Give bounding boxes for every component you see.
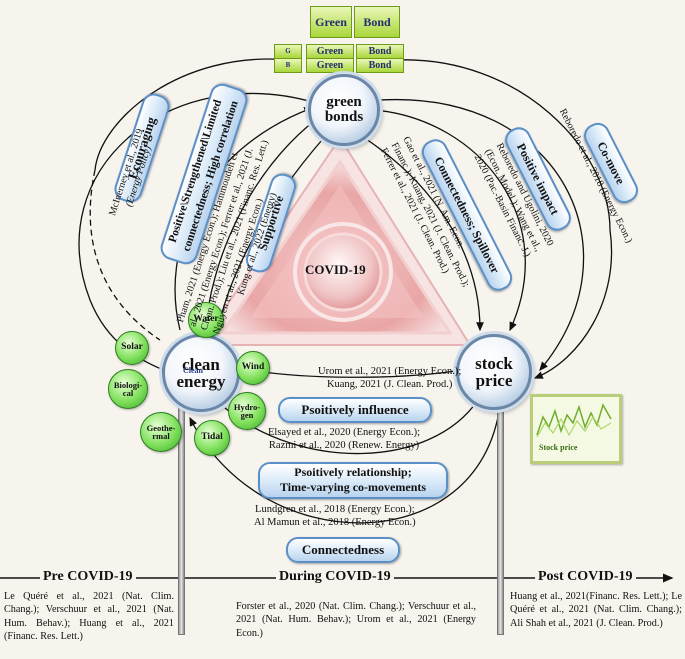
- arc-gb-to-sp-2: [359, 134, 484, 332]
- stock-price-thumbnail: Stock price: [530, 394, 622, 464]
- bond-tile-green-row1: Green: [306, 44, 354, 59]
- energy-hydrogen: Hydro-gen: [228, 392, 266, 430]
- pill-relationship-line2: Time-varying co-movements: [279, 480, 427, 494]
- arc-top-right: [394, 59, 611, 231]
- ref-lundgren-line2: Al Mamun et al., 2018 (Energy Econ.): [254, 517, 416, 529]
- arc-right-outer: [379, 98, 585, 371]
- energy-tidal: Tidal: [194, 420, 230, 456]
- ref-urom-line1: Urom et al., 2021 (Energy Econ.);: [318, 366, 462, 377]
- stock-price-label-1: stock: [475, 354, 513, 373]
- bond-tile-bond: Bond: [354, 6, 400, 38]
- timeline-during-refs: Forster et al., 2020 (Nat. Clim. Chang.)…: [236, 601, 476, 639]
- clean-energy-label-2: energy: [176, 372, 226, 391]
- stock-chart-icon: [536, 403, 612, 438]
- timeline-pole-left: [178, 408, 185, 635]
- green-bonds-label-2: bonds: [324, 109, 364, 125]
- energy-biological: Biologi-cal: [108, 369, 148, 409]
- stock-price-node: stock price: [456, 334, 532, 410]
- clean-energy-label-1: clean: [182, 355, 220, 374]
- timeline-pre-label: Pre COVID-19: [40, 569, 136, 585]
- covid-label: COVID-19: [305, 262, 366, 277]
- pill-positively-influence: Psoitively influence: [278, 397, 432, 423]
- timeline-during-label: During COVID-19: [276, 569, 394, 585]
- arc-right-outer-2: [533, 229, 613, 379]
- ref-elsayed-line1: Elsayed et al., 2020 (Energy Econ.);: [268, 427, 421, 438]
- green-bond-stack: Green Bond G Green Bond B Green Bond: [272, 2, 412, 73]
- ref-lundgren-line1: Lundgren et al., 2018 (Energy Econ.);: [255, 504, 415, 515]
- timeline-pole-right: [497, 400, 504, 635]
- bond-tile-green: Green: [310, 6, 352, 38]
- stock-price-label-2: price: [475, 371, 513, 390]
- bond-tile-b: B: [274, 58, 302, 73]
- stock-thumb-label: Stock price: [539, 443, 578, 452]
- clean-energy-small-label: Clean: [183, 366, 203, 375]
- timeline-pre-refs: Le Quéré et al., 2021 (Nat. Clim. Chang.…: [4, 591, 174, 642]
- arc-gb-to-sp: [374, 109, 526, 332]
- ref-lundgren: Lundgren et al., 2018 (Energy Econ.); Al…: [254, 503, 416, 529]
- bond-tile-green-row2: Green: [306, 58, 354, 73]
- pill-connectedness: Connectedness: [286, 537, 400, 563]
- timeline-post-label: Post COVID-19: [535, 569, 636, 585]
- energy-solar: Solar: [115, 331, 149, 365]
- ref-elsayed-line2: Razmi et al., 2020 (Renew. Energy): [268, 440, 420, 452]
- ref-urom-line2: Kuang, 2021 (J. Clean. Prod.): [326, 379, 453, 391]
- green-bonds-label-1: green: [326, 94, 362, 110]
- bond-tile-bond-row1: Bond: [356, 44, 404, 59]
- energy-wind: Wind: [236, 351, 270, 385]
- ref-urom: Urom et al., 2021 (Energy Econ.); Kuang,…: [318, 365, 461, 391]
- pill-relationship-line1: Psoitively relationship;: [294, 465, 412, 479]
- pill-positively-relationship: Psoitively relationship; Time-varying co…: [258, 462, 448, 499]
- ref-elsayed: Elsayed et al., 2020 (Energy Econ.); Raz…: [268, 426, 420, 452]
- energy-geothermal: Geothe-rmal: [140, 412, 182, 452]
- bond-tile-g: G: [274, 44, 302, 59]
- green-bonds-node: green bonds: [308, 74, 380, 146]
- energy-water: Water: [188, 302, 224, 338]
- line-left-outer: [89, 169, 161, 341]
- bond-tile-bond-row2: Bond: [356, 58, 404, 73]
- line-sp-ce-3: [189, 404, 501, 524]
- covid-triangle: [198, 136, 472, 346]
- line-ce-sp-2: [224, 398, 479, 455]
- timeline-post-refs: Huang et al., 2021(Financ. Res. Lett.); …: [510, 591, 682, 629]
